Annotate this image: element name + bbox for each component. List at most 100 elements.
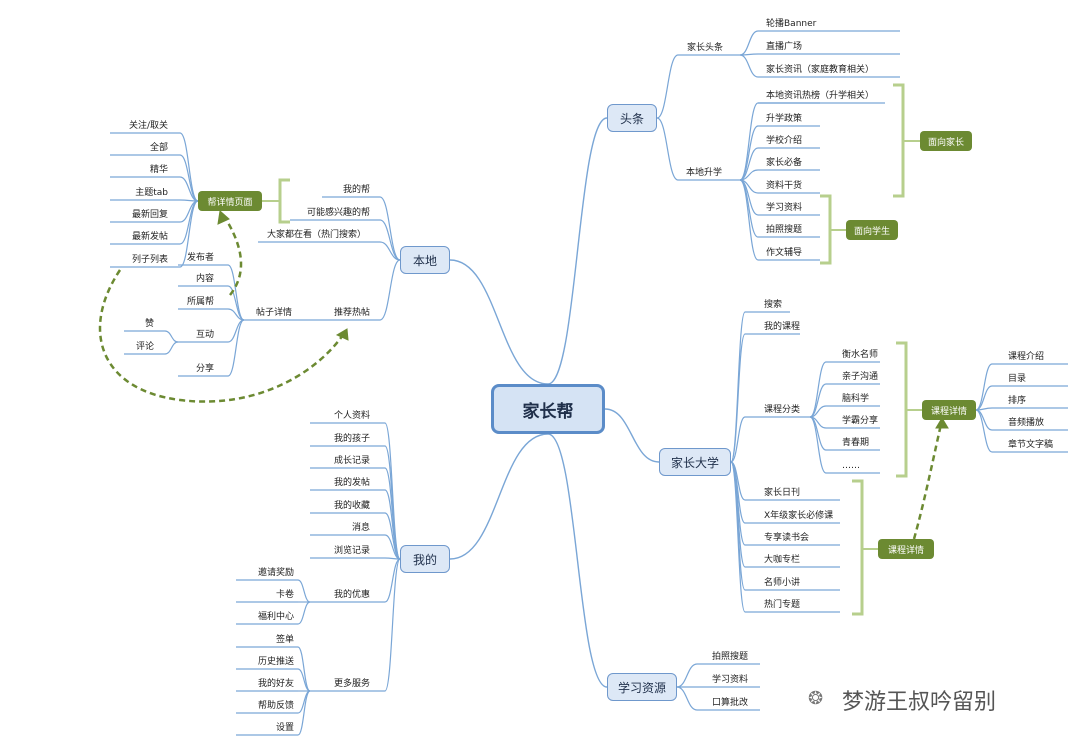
label-pd-1: 内容: [195, 274, 214, 284]
label-cd-2: 排序: [1008, 396, 1027, 406]
connector-line: [739, 54, 759, 78]
dashed-arrow: [220, 212, 243, 296]
label-pd-3: 互动: [195, 330, 214, 340]
branch-local: 本地: [400, 246, 450, 274]
label-cat-5: ……: [842, 461, 860, 471]
label-hd-5: 最新发帖: [131, 232, 168, 242]
for-students-tag: 面向学生: [846, 220, 898, 240]
label-study-materials: 学习资料: [766, 203, 803, 213]
label-hd-0: 关注/取关: [128, 121, 168, 131]
label-hot-topic: 热门专题: [764, 600, 801, 610]
connector-line: [730, 416, 746, 463]
connector-line: [676, 663, 698, 688]
wechat-icon: ❂: [808, 688, 824, 709]
label-service-4: 设置: [275, 723, 294, 733]
connector-line: [179, 154, 199, 202]
label-service-3: 帮助反馈: [257, 701, 294, 711]
connector-line: [730, 461, 746, 568]
label-mine-6: 浏览记录: [333, 546, 370, 556]
label-local-admission: 本地升学: [686, 168, 723, 178]
connector-line: [656, 117, 679, 181]
label-hot-posts: 推荐热帖: [333, 308, 370, 318]
label-cat-4: 青春期: [842, 438, 870, 448]
connector-line: [739, 30, 759, 56]
label-my-courses: 我的课程: [764, 322, 801, 332]
label-daily: 家长日刊: [764, 488, 801, 498]
bracket-parents: [893, 83, 905, 198]
label-service-0: 签单: [275, 635, 294, 645]
label-res-0: 拍照搜题: [712, 652, 749, 662]
connector-line: [179, 132, 199, 202]
connector-line: [730, 333, 746, 463]
label-everyone-watching: 大家都在看（热门搜索）: [266, 230, 366, 240]
course-detail-tag-2: 课程详情: [878, 539, 934, 559]
label-coupon-1: 卡卷: [275, 590, 294, 600]
label-hd-2: 精华: [149, 165, 168, 175]
connector-line: [975, 363, 993, 411]
connector-line: [164, 330, 179, 343]
connector-line: [676, 686, 698, 711]
for-parents-tag: 面向家长: [920, 131, 972, 151]
connector-line: [384, 445, 401, 560]
label-grade-course: X年级家长必修课: [764, 511, 834, 521]
label-mine-4: 我的收藏: [333, 501, 370, 511]
connector-line: [297, 646, 311, 692]
label-cd-3: 音频播放: [1008, 418, 1045, 428]
label-res-2: 口算批改: [712, 698, 749, 708]
label-pd-0: 发布者: [186, 253, 214, 263]
label-coupon-2: 福利中心: [257, 612, 294, 622]
label-cd-0: 课程介绍: [1008, 352, 1045, 362]
label-like: 赞: [144, 319, 154, 329]
label-mine-5: 消息: [351, 523, 370, 533]
label-cat-2: 脑科学: [842, 394, 870, 404]
connector-line: [730, 461, 746, 613]
label-teacher-talk: 名师小讲: [764, 578, 801, 588]
bracket-students: [820, 194, 832, 265]
connector-line: [739, 125, 759, 181]
connector-line: [975, 385, 993, 411]
watermark-text: 梦游王叔吟留别: [842, 690, 997, 715]
label-mine-8: 更多服务: [333, 679, 370, 689]
connector-line: [384, 558, 401, 692]
connector-line: [297, 690, 311, 736]
connector-line: [384, 557, 401, 560]
label-mine-0: 个人资料: [333, 411, 370, 421]
label-res-1: 学习资料: [712, 675, 749, 685]
label-news: 家长资讯（家庭教育相关）: [766, 65, 875, 75]
help-detail-tag: 帮详情页面: [198, 191, 262, 211]
label-mine-3: 我的发帖: [333, 478, 370, 488]
label-photo-search: 拍照搜题: [766, 225, 803, 235]
connector-line: [449, 259, 549, 385]
connector-line: [739, 179, 759, 261]
label-hd-6: 列子列表: [131, 255, 168, 265]
label-school: 学校介绍: [766, 136, 803, 146]
connector-line: [547, 117, 608, 385]
label-service-2: 我的好友: [257, 679, 294, 689]
label-live: 直播广场: [766, 42, 803, 52]
label-parent-headline: 家长头条: [687, 43, 724, 53]
label-cd-1: 目录: [1008, 374, 1027, 384]
label-my-help: 我的帮: [342, 185, 370, 195]
connector-line: [975, 409, 993, 453]
arrow-head: [335, 328, 349, 341]
label-cat-0: 衡水名师: [842, 350, 879, 360]
label-comment: 评论: [135, 342, 154, 352]
connector-line: [179, 200, 199, 268]
label-hd-3: 主题tab: [135, 188, 168, 198]
connector-line: [739, 179, 759, 238]
label-cat-1: 亲子沟通: [842, 372, 879, 382]
label-column: 大咖专栏: [764, 555, 801, 565]
connector-line: [297, 601, 311, 625]
connector-line: [809, 383, 827, 418]
course-detail-tag: 课程详情: [922, 400, 976, 420]
bracket-categories: [896, 341, 908, 478]
root-node: 家长帮: [491, 384, 605, 434]
connector-line: [604, 408, 660, 463]
label-mine-1: 我的孩子: [333, 434, 370, 444]
label-coupon-0: 邀请奖励: [257, 568, 294, 578]
label-service-1: 历史推送: [257, 657, 294, 667]
connector-line: [227, 285, 245, 321]
connector-line: [227, 319, 245, 377]
connector-line: [809, 361, 827, 418]
label-essentials: 家长必备: [766, 158, 803, 168]
